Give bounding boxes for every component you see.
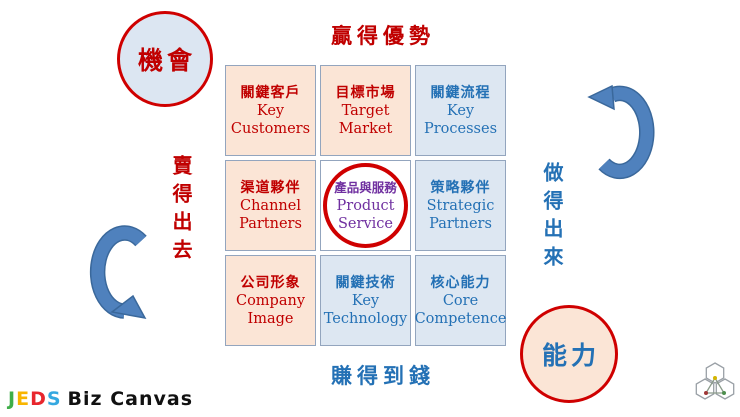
cell-label-zh: 關鍵客戶: [240, 84, 301, 101]
cell-label-en: Key: [351, 292, 380, 309]
opportunity-label: 機會: [137, 46, 196, 75]
title-win-advantage: 贏得優勢: [331, 23, 435, 48]
grid-cell-target-market: 目標市場 Target Market: [320, 65, 411, 156]
grid-cell-key-customers: 關鍵客戶 Key Customers: [225, 65, 316, 156]
grid-cell-product-service: 產品與服務 Product Service: [320, 160, 411, 251]
cell-label-en: Customers: [230, 120, 311, 137]
cell-label-zh: 產品與服務: [334, 179, 397, 195]
cell-label-zh: 策略夥伴: [430, 179, 491, 196]
grid-cell-channel-partners: 渠道夥伴 Channel Partners: [225, 160, 316, 251]
label-can-sell: 賣得出去: [169, 155, 193, 267]
cell-label-zh: 目標市場: [335, 84, 396, 101]
label-can-make: 做得出來: [540, 162, 564, 274]
curved-arrow-right-icon: [587, 84, 655, 180]
jeds-letter: S: [46, 388, 62, 410]
cell-label-en: Key: [256, 102, 285, 119]
cell-label-en: Core: [442, 292, 479, 309]
jeds-logo-text: Biz Canvas: [67, 388, 194, 410]
grid-cell-key-technology: 關鍵技術 Key Technology: [320, 255, 411, 346]
cell-label-zh: 關鍵流程: [430, 84, 491, 101]
jeds-letter: J: [8, 388, 17, 410]
grid-cell-key-processes: 關鍵流程 Key Processes: [415, 65, 506, 156]
ability-label: 能力: [541, 341, 600, 370]
cell-label-en: Image: [247, 310, 294, 327]
cell-label-en: Product: [336, 197, 395, 214]
jeds-letter: E: [16, 388, 31, 410]
cell-label-en: Channel: [240, 197, 301, 214]
cell-label-en: Service: [338, 215, 393, 232]
product-service-ring: [323, 163, 408, 248]
cell-label-zh: 公司形象: [240, 274, 301, 291]
hexagon-cluster-icon: [695, 362, 735, 400]
cell-label-zh: 關鍵技術: [335, 274, 396, 291]
cell-label-en: Technology: [323, 310, 408, 327]
cell-label-zh: 核心能力: [430, 274, 491, 291]
business-canvas-grid: 關鍵客戶 Key Customers 目標市場 Target Market 關鍵…: [225, 65, 506, 346]
ability-circle: 能力: [520, 305, 618, 403]
cell-label-en: Processes: [423, 120, 498, 137]
cell-label-en: Partners: [239, 215, 302, 232]
cell-label-en: Partners: [429, 215, 492, 232]
jeds-letter: D: [30, 388, 47, 410]
cell-label-en: Competence: [414, 310, 507, 327]
opportunity-circle: 機會: [117, 11, 213, 107]
grid-cell-strategic-partners: 策略夥伴 Strategic Partners: [415, 160, 506, 251]
cell-label-en: Market: [338, 120, 393, 137]
cell-label-en: Key: [446, 102, 475, 119]
cell-label-en: Target: [341, 102, 390, 119]
curved-arrow-left-icon: [89, 225, 147, 320]
cell-label-zh: 渠道夥伴: [240, 179, 301, 196]
cell-label-en: Company: [235, 292, 306, 309]
title-make-money: 賺得到錢: [331, 363, 435, 388]
grid-cell-company-image: 公司形象 Company Image: [225, 255, 316, 346]
cell-label-en: Strategic: [426, 197, 495, 214]
grid-cell-core-competence: 核心能力 Core Competence: [415, 255, 506, 346]
